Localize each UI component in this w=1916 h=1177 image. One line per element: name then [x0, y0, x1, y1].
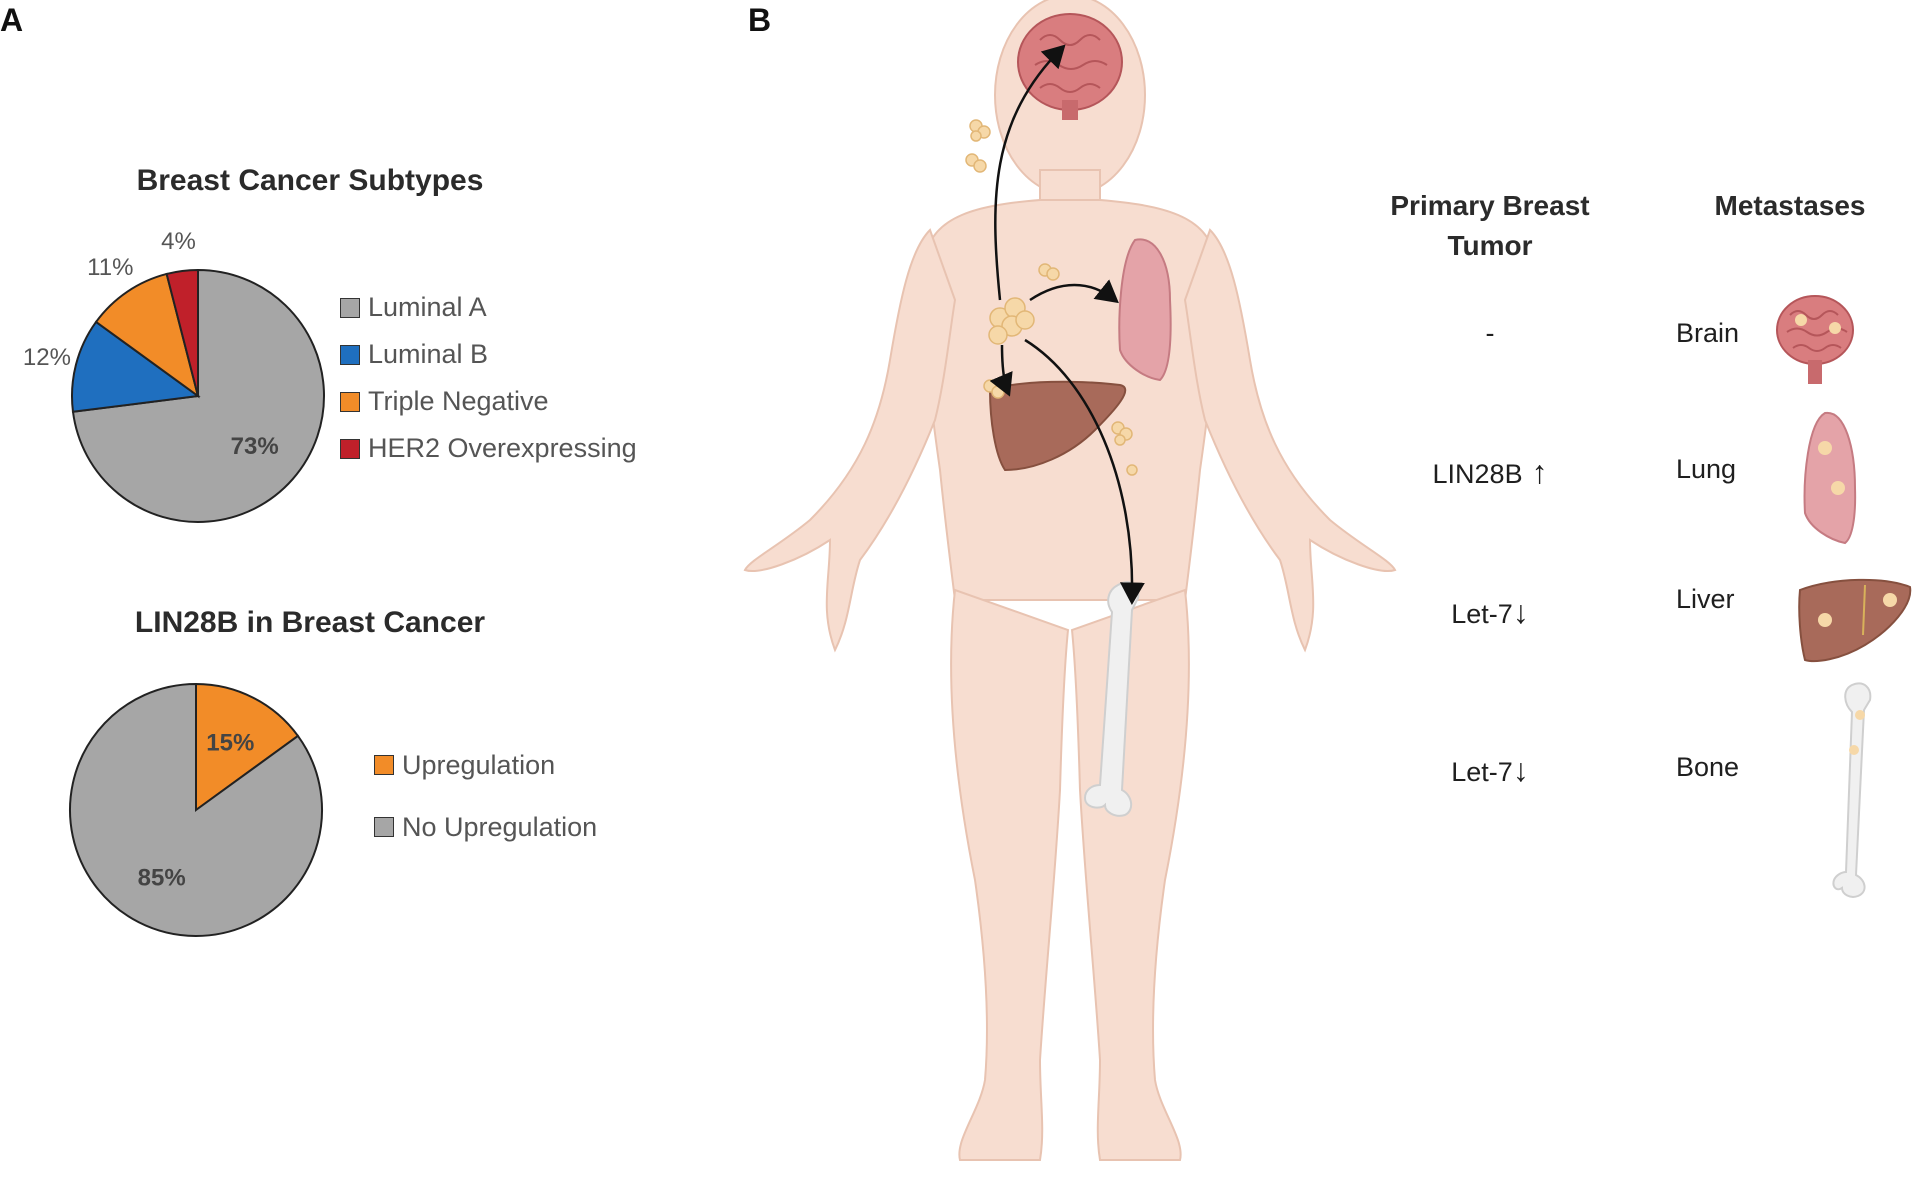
legend-lin28b: Upregulation No Upregulation — [374, 734, 597, 858]
legend-item: Luminal B — [340, 331, 637, 378]
legend-label: Triple Negative — [368, 386, 549, 416]
legend-swatch — [374, 817, 394, 837]
pie-slice-her2-overexpressing — [165, 268, 199, 397]
primary-tumor-label: LIN28B — [1432, 459, 1523, 489]
panel-label-b: B — [748, 2, 772, 38]
primary-tumor-label: Let-7 — [1451, 599, 1513, 629]
brain-icon — [1776, 295, 1854, 384]
panel-label-a: A — [0, 2, 24, 38]
metastasis-site-lung: Lung — [1676, 454, 1737, 484]
legend-swatch — [374, 755, 394, 775]
pie-slice-luminal-b — [71, 320, 201, 413]
pie-slice-triple-negative — [94, 272, 200, 399]
legend-label: HER2 Overexpressing — [368, 433, 637, 463]
legend-item: Triple Negative — [340, 378, 637, 425]
body-silhouette — [743, 0, 1397, 1161]
pie-chart-lin28b: 15% 85% — [69, 682, 323, 937]
metastasis-arrows — [989, 44, 1145, 605]
primary-tumor-label: Let-7 — [1451, 757, 1513, 787]
metastasis-site-liver: Liver — [1676, 584, 1735, 614]
pie-slice-no-upregulation — [69, 682, 323, 937]
brain-organ — [1017, 13, 1123, 120]
primary-tumor-label: - — [1485, 318, 1495, 348]
header-primary-tumor: Primary Breast Tumor — [1390, 190, 1590, 261]
legend-label: Luminal A — [368, 292, 487, 322]
metastasis-site-brain: Brain — [1676, 318, 1740, 348]
legend-label: Upregulation — [402, 749, 556, 780]
arrow-up-icon: ↑ — [1522, 454, 1548, 490]
liver-icon — [1798, 578, 1912, 663]
legend-item: No Upregulation — [374, 796, 597, 858]
header-metastases: Metastases — [1714, 190, 1866, 221]
pie-label-upregulation: 15% — [206, 730, 254, 757]
arrow-down-icon: ↓ — [1512, 594, 1529, 630]
female-body-illustration — [743, 0, 1397, 1161]
lung-organ — [1118, 238, 1172, 382]
pie-label-luminal-a: 73% — [231, 433, 279, 460]
lung-icon — [1803, 411, 1857, 545]
liver-organ — [988, 380, 1127, 472]
metastasis-site-bone: Bone — [1676, 752, 1740, 782]
bone-icon — [1832, 682, 1872, 898]
legend-swatch — [340, 297, 360, 318]
legend-item: HER2 Overexpressing — [340, 425, 637, 472]
legend-swatch — [340, 344, 360, 365]
primary-tumor-cell: Let-7↓ — [1400, 594, 1580, 631]
legend-swatch — [340, 438, 360, 459]
primary-tumor-cell: Let-7↓ — [1400, 752, 1580, 789]
pie-label-no-upregulation: 85% — [138, 864, 186, 891]
pie-label-triple-negative: 11% — [87, 254, 133, 281]
legend-label: No Upregulation — [402, 811, 598, 842]
pie-label-her2-overexpressing: 4% — [161, 228, 196, 255]
pie-slice-upregulation — [195, 682, 300, 812]
pie-label-luminal-b: 12% — [23, 344, 71, 371]
primary-tumor-cell: - — [1400, 318, 1580, 349]
primary-tumor-cell: LIN28B ↑ — [1400, 454, 1580, 491]
legend-swatch — [340, 391, 360, 412]
legend-label: Luminal B — [368, 339, 489, 369]
chart-title-subtypes: Breast Cancer Subtypes — [136, 164, 484, 197]
legend-item: Luminal A — [340, 284, 637, 331]
pie-chart-subtypes: 73% 12% 11% 4% — [23, 228, 325, 523]
legend-item: Upregulation — [374, 734, 597, 796]
chart-title-lin28b: LIN28B in Breast Cancer — [134, 606, 486, 639]
arrow-down-icon: ↓ — [1512, 752, 1529, 788]
